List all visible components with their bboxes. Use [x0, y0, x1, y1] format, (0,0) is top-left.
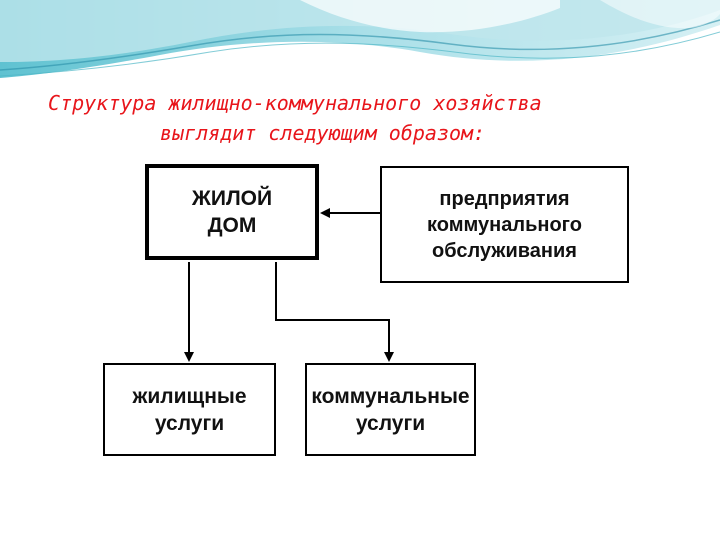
node-communal-services: коммунальные услуги — [305, 363, 476, 456]
node-residential-house: ЖИЛОЙ ДОМ — [145, 164, 319, 260]
node-enterprises-line-3: обслуживания — [432, 239, 577, 262]
title-line-1: Структура жилищно-коммунального хозяйств… — [48, 91, 542, 115]
node-house-line-2: ДОМ — [207, 214, 257, 237]
node-service-enterprises: предприятия коммунального обслуживания — [380, 166, 629, 283]
node-communal-line-2: услуги — [355, 411, 426, 435]
node-house-line-1: ЖИЛОЙ — [191, 187, 273, 210]
node-housing-line-2: услуги — [154, 411, 225, 435]
node-communal-line-1: коммунальные — [311, 384, 470, 408]
edge-house-to-communal-services — [275, 262, 394, 362]
header-wave-decoration — [0, 0, 720, 90]
title-line-2: выглядит следующим образом: — [160, 121, 486, 145]
node-housing-line-1: жилищные — [132, 384, 247, 408]
node-enterprises-line-2: коммунального — [427, 213, 582, 236]
node-housing-services: жилищные услуги — [103, 363, 276, 456]
node-enterprises-line-1: предприятия — [439, 187, 570, 210]
